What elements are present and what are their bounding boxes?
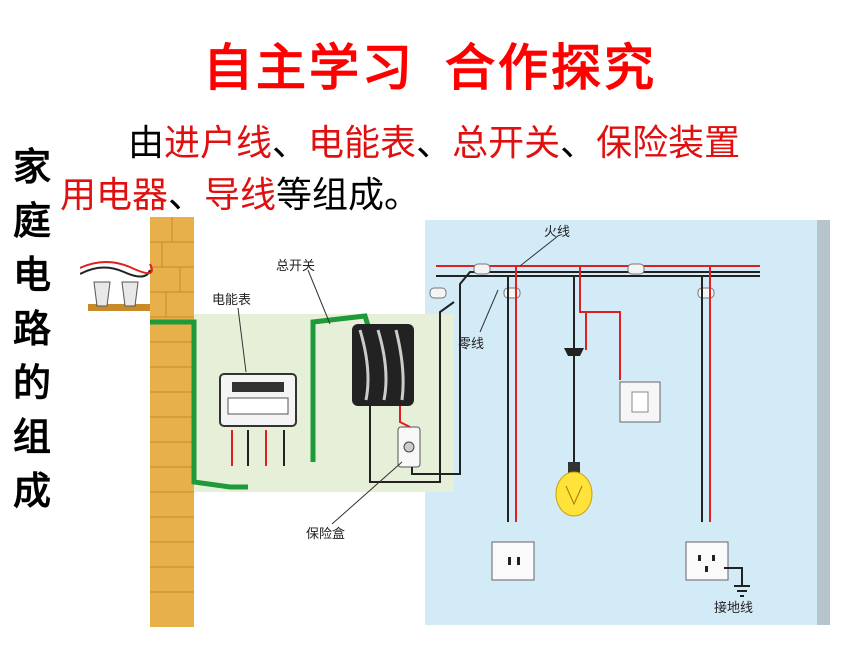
side-char: 家	[12, 145, 51, 189]
lamp-icon	[555, 348, 593, 517]
label-fuse-box: 保险盒	[306, 526, 345, 542]
label-ground-wire: 接地线	[714, 600, 753, 616]
fuse-icon	[397, 426, 421, 468]
title-part2: 合作探究	[445, 39, 657, 97]
side-char: 路	[12, 307, 51, 351]
title-part1: 自主学习	[203, 39, 415, 97]
switch-icon	[352, 324, 414, 406]
label-live-wire: 火线	[544, 225, 570, 240]
description: 由进户线、电能表、总开关、保险装置 用电器、导线等组成。	[60, 118, 840, 222]
side-char: 庭	[12, 199, 51, 243]
desc-item: 导线	[204, 175, 277, 216]
room-wall-right	[817, 220, 830, 625]
desc-item: 用电器	[60, 175, 169, 216]
desc-item: 保险装置	[596, 123, 741, 164]
desc-sep: 、	[168, 175, 205, 216]
slide-title: 自主学习合作探究	[0, 28, 860, 100]
service-cable	[150, 319, 248, 490]
household-circuit-diagram: 总开关 电能表 火线 零线 保险盒 接地线	[80, 217, 830, 627]
desc-prefix: 由	[128, 123, 165, 164]
desc-sep: 、	[272, 123, 309, 164]
side-char: 的	[12, 361, 51, 405]
socket-icon	[491, 541, 535, 581]
desc-item: 进户线	[164, 123, 273, 164]
meter-icon	[219, 373, 297, 466]
socket-icon	[685, 541, 729, 581]
desc-sep: 、	[560, 123, 597, 164]
brick-wall	[150, 217, 194, 627]
desc-item: 总开关	[452, 123, 561, 164]
side-char: 电	[12, 253, 51, 297]
desc-item: 电能表	[308, 123, 417, 164]
wall-switch-icon	[619, 381, 661, 423]
ground-icon	[724, 567, 750, 597]
desc-suffix: 等组成。	[276, 175, 421, 216]
side-char: 成	[12, 469, 51, 513]
desc-sep: 、	[416, 123, 453, 164]
label-meter: 电能表	[212, 293, 251, 308]
side-label: 家 庭 电 路 的 组 成	[8, 140, 56, 518]
label-neutral-wire: 零线	[458, 337, 484, 352]
insulator-icon	[80, 261, 153, 311]
side-char: 组	[12, 415, 51, 459]
label-main-switch: 总开关	[276, 259, 315, 274]
